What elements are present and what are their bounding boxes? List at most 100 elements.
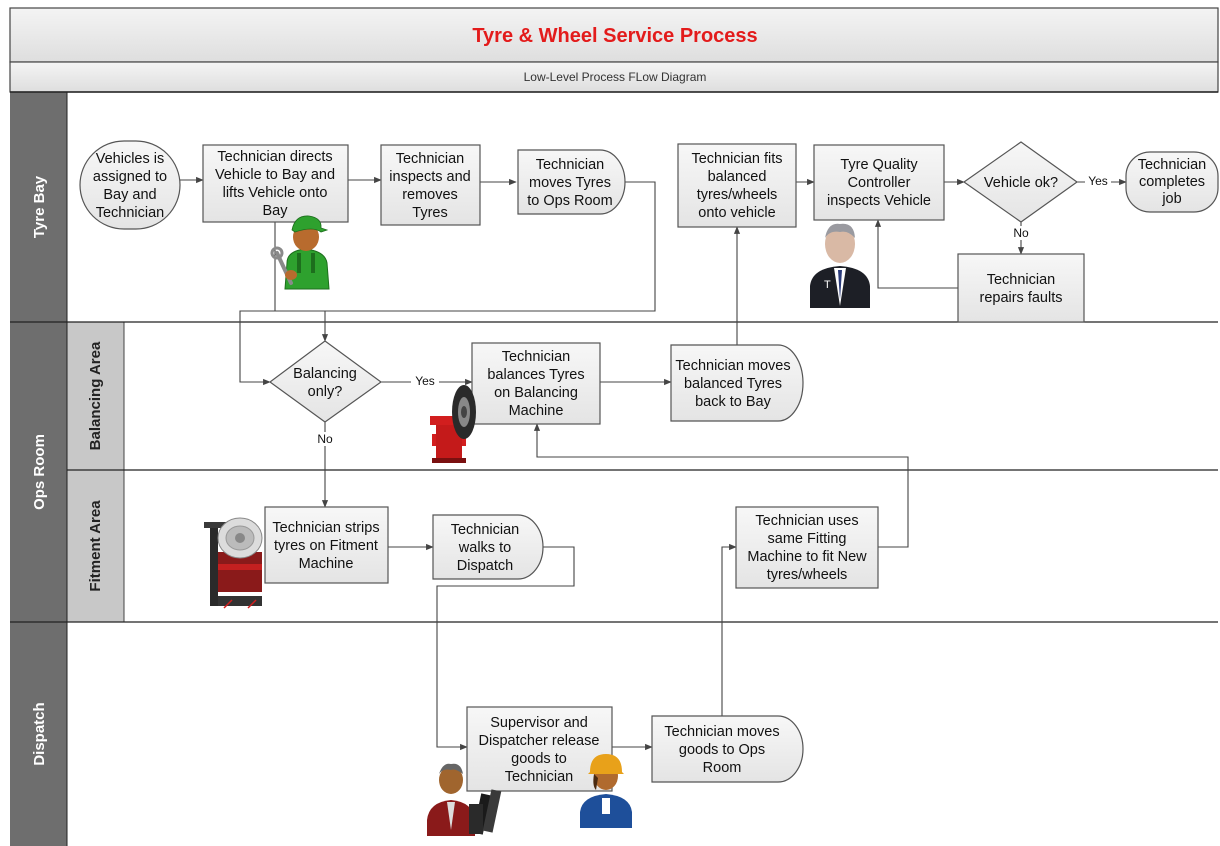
node-label-line: tyres/wheels (767, 567, 848, 583)
node-tech-repairs: Technician repairs faults (979, 272, 1062, 306)
node-label-line: Balancing (293, 366, 357, 382)
node-label-line: balances Tyres (487, 367, 584, 383)
node-label-line: Room (703, 760, 742, 776)
process-node (202, 144, 349, 223)
node-label-line: completes (1139, 174, 1205, 190)
node-label-line: back to Bay (695, 394, 772, 410)
lane-label-tyre-bay: Tyre Bay (31, 175, 48, 238)
node-label-line: moves Tyres (529, 175, 611, 191)
node-label-line: Tyres (412, 205, 447, 221)
diagram-header: Tyre & Wheel Service Process Low-Level P… (9, 7, 1219, 93)
connector (436, 546, 575, 751)
process-node (677, 143, 797, 228)
delay-node (670, 344, 804, 422)
decision-node (268, 340, 383, 423)
process-node (466, 706, 613, 792)
node-label-line: Tyre Quality (840, 157, 918, 173)
node-label-line: Dispatcher release (479, 733, 600, 749)
supervisor-icon (427, 763, 502, 836)
connector (239, 181, 656, 386)
balancing-machine-icon (430, 385, 476, 463)
node-label-line: balanced Tyres (684, 376, 782, 392)
node-label-line: Vehicles is (96, 151, 165, 167)
mechanic-icon (270, 215, 330, 290)
node-label-line: Machine (509, 403, 564, 419)
node-label-line: Technician (396, 151, 465, 167)
node-label-line: Technician moves (675, 358, 790, 374)
controller-icon: T (810, 223, 870, 308)
node-label-line: goods to Ops (679, 742, 765, 758)
process-node (735, 506, 879, 589)
node-label-line: tyres on Fitment (274, 538, 378, 554)
process-node (957, 253, 1085, 323)
node-label-line: walks to (458, 540, 511, 556)
lane-header-ops-room (10, 322, 67, 622)
end-node (1125, 151, 1219, 213)
process-shapes (79, 140, 1219, 792)
node-label-line: goods to (511, 751, 567, 767)
lane-label-ops-room: Ops Room (31, 434, 48, 510)
node-label-line: only? (308, 384, 343, 400)
node-label-line: Technician (1138, 157, 1207, 173)
edge-label-yes: Yes (415, 374, 435, 388)
process-node (471, 342, 601, 425)
fitment-machine-icon (204, 517, 263, 609)
node-label-line: Technician (505, 769, 574, 785)
edge-labels: Yes No Yes No (312, 174, 1111, 446)
delay-node (432, 514, 544, 580)
controller-badge: T (824, 279, 831, 291)
node-label-line: balanced (708, 169, 767, 185)
process-node (264, 506, 389, 584)
node-label-line: removes (402, 187, 458, 203)
node-label-line: Vehicle to Bay and (215, 167, 335, 183)
dispatcher-icon (580, 754, 632, 828)
connector (874, 219, 958, 289)
node-label-line: Dispatch (457, 558, 513, 574)
node-label-line: Machine (299, 556, 354, 572)
node-label-line: Technician directs (217, 149, 332, 165)
diagram-title: Tyre & Wheel Service Process (472, 25, 757, 47)
node-label-line: inspects and (389, 169, 470, 185)
node-label-line: Technician (987, 272, 1056, 288)
node-label-line: Vehicle ok? (984, 175, 1058, 191)
swimlanes: Tyre Bay Ops Room Dispatch Balancing Are… (10, 91, 1218, 846)
start-node (79, 140, 181, 230)
node-label-line: Technician uses (755, 513, 858, 529)
node-label-line: repairs faults (979, 290, 1062, 306)
node-label-line: inspects Vehicle (827, 193, 931, 209)
node-balancing-only: Balancing only? (293, 366, 357, 400)
node-label-line: Technician moves (664, 724, 779, 740)
sublane-label-fitment: Fitment Area (87, 500, 104, 592)
node-tech-moves-tyres: Technician moves Tyres to Ops Room (527, 157, 612, 209)
node-label-line: Supervisor and (490, 715, 588, 731)
delay-node (651, 715, 804, 783)
node-vehicle-ok: Vehicle ok? (984, 175, 1058, 191)
connector (533, 423, 909, 548)
node-label-line: to Ops Room (527, 193, 612, 209)
node-label-line: on Balancing (494, 385, 578, 401)
node-label-line: Technician (536, 157, 605, 173)
delay-node (517, 149, 626, 215)
lane-label-dispatch: Dispatch (31, 702, 48, 765)
node-label-line: job (1161, 191, 1181, 207)
node-label-line: Technician (96, 205, 165, 221)
node-label-line: Machine to fit New (747, 549, 867, 565)
node-label-line: Technician strips (272, 520, 379, 536)
node-label-line: Bay and (103, 187, 156, 203)
node-label-line: Technician fits (691, 151, 782, 167)
decision-node (962, 141, 1079, 223)
